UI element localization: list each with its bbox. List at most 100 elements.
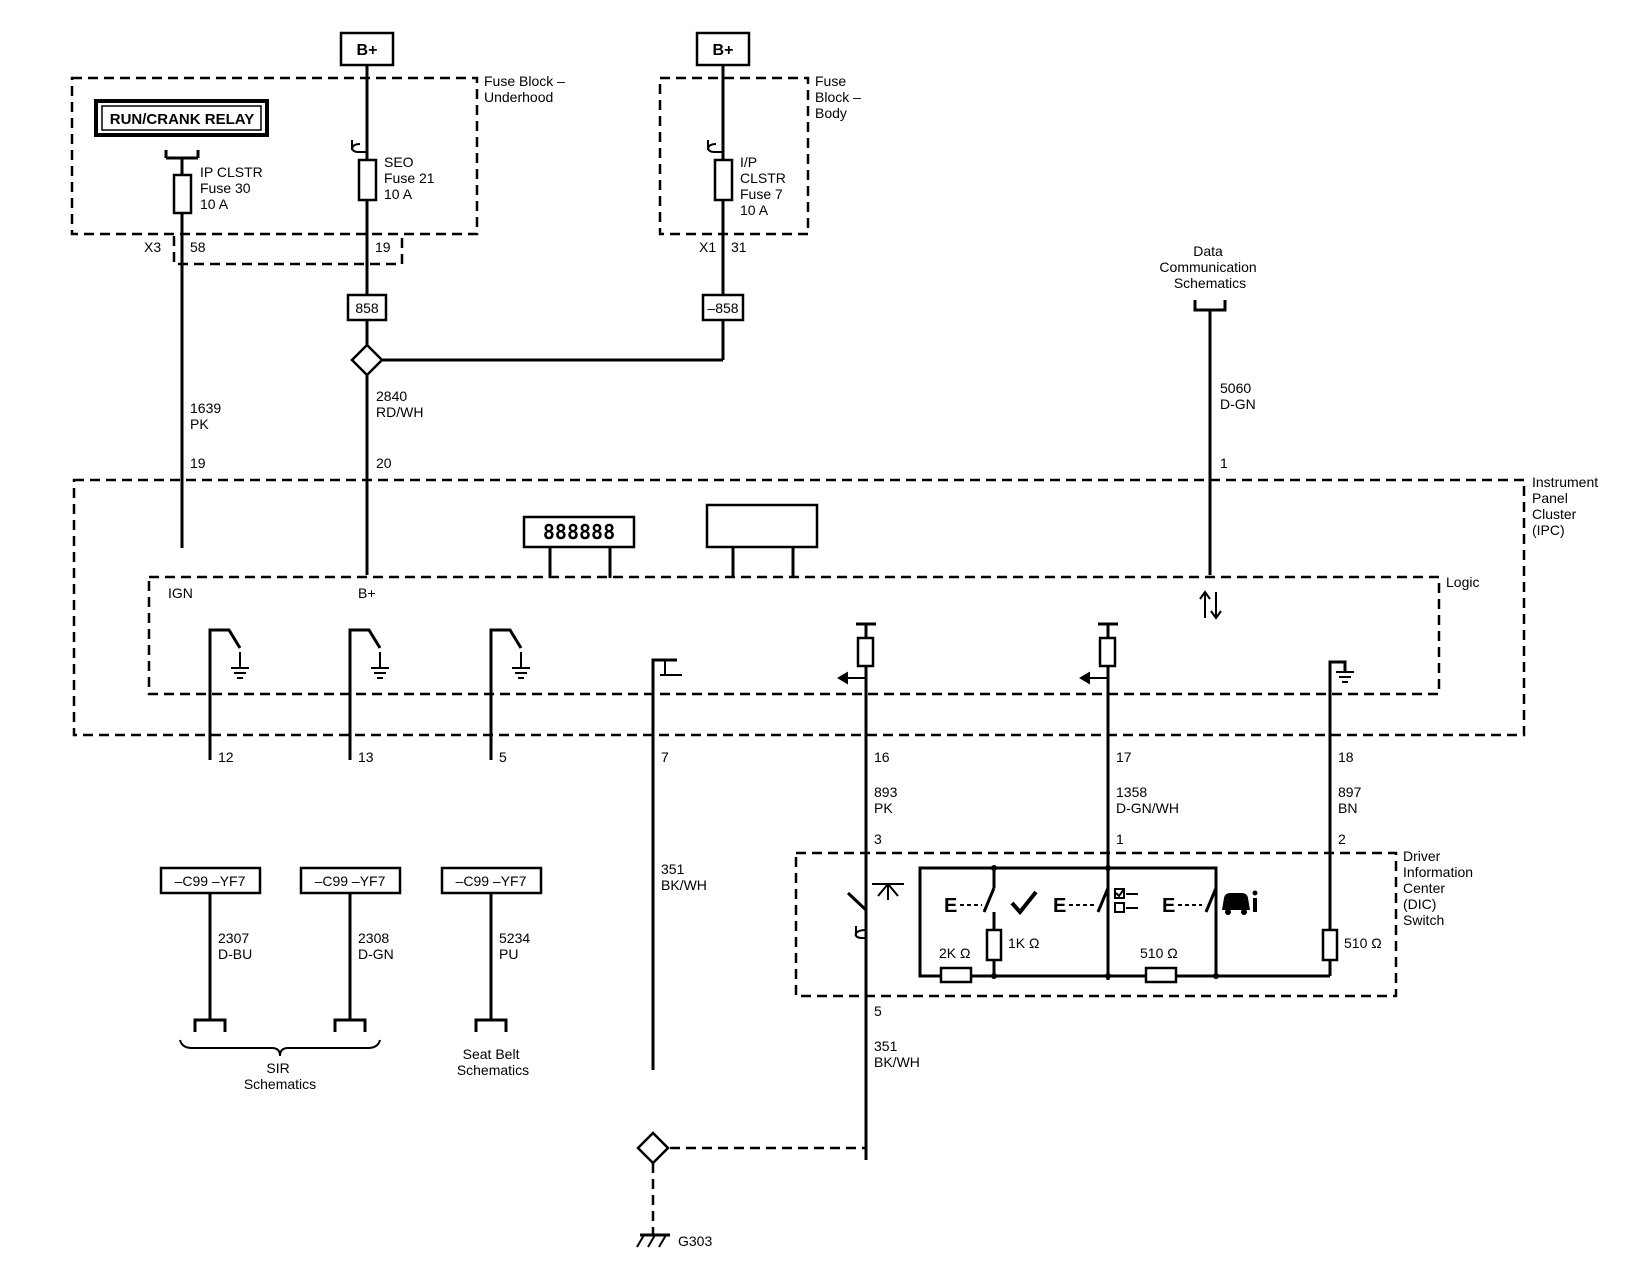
ipc-label: Instrument Panel Cluster (IPC) <box>1532 474 1602 538</box>
wire-2307-label: 2307 D-BU <box>218 930 253 962</box>
dic-switch-1: E <box>944 868 1038 930</box>
ground-g303-icon <box>636 1233 670 1248</box>
input-switch-13 <box>348 628 389 760</box>
input-switch-12 <box>208 628 249 760</box>
ipc-pin-1: 1 <box>1220 455 1228 471</box>
ipc-pin-16: 16 <box>874 749 890 765</box>
serial-data-arrows-icon <box>1199 590 1222 620</box>
fuse-seo-label: SEO Fuse 21 10 A <box>384 154 438 202</box>
pullup-17 <box>1079 622 1118 980</box>
resistor-1k-label: 1K Ω <box>1008 935 1039 951</box>
ipc-outline <box>72 478 1526 737</box>
supply-b-plus-left: B+ <box>339 31 395 67</box>
option-c99-3: –C99 –YF7 <box>440 866 543 895</box>
ipc-pin-13: 13 <box>358 749 374 765</box>
svg-text:–C99 –YF7: –C99 –YF7 <box>456 873 527 889</box>
svg-text:–C99 –YF7: –C99 –YF7 <box>175 873 246 889</box>
wire-351-upper-label: 351 BK/WH <box>661 861 707 893</box>
resistor-1k <box>985 928 1003 976</box>
wire-1639-label: 1639 PK <box>190 400 225 432</box>
logic-input-bplus: B+ <box>358 585 376 601</box>
sir-connector-1 <box>193 1018 227 1032</box>
ground-input-18 <box>1328 660 1354 935</box>
seatbelt-schematics-label: Seat Belt Schematics <box>457 1046 529 1078</box>
ground-chassis-7 <box>651 658 682 1070</box>
supply-label: B+ <box>357 42 378 59</box>
data-comm-connector <box>1193 300 1227 312</box>
svg-text:858: 858 <box>355 300 379 316</box>
resistor-510-ladder <box>1144 966 1178 984</box>
fuse-ipc-label: I/P CLSTR Fuse 7 10 A <box>740 154 790 218</box>
ipc-pin-18: 18 <box>1338 749 1354 765</box>
sir-schematics-label: SIR Schematics <box>244 1060 316 1092</box>
resistor-510-pin2-label: 510 Ω <box>1344 935 1382 951</box>
wire-893-label: 893 PK <box>874 784 901 816</box>
wire-5234-label: 5234 PU <box>499 930 534 962</box>
resistor-510-pin2 <box>1321 928 1339 976</box>
logic-label: Logic <box>1446 574 1479 590</box>
message-display <box>705 503 819 578</box>
wire-897-label: 897 BN <box>1338 784 1365 816</box>
dic-pin-3: 3 <box>874 831 882 847</box>
svg-text:E: E <box>944 895 957 917</box>
svg-text:–C99 –YF7: –C99 –YF7 <box>315 873 386 889</box>
wire-351-lower-label: 351 BK/WH <box>874 1038 920 1070</box>
ground-dashed-link <box>668 1110 868 1150</box>
svg-text:E: E <box>1053 895 1066 917</box>
sir-brace <box>179 1039 381 1057</box>
dic-pin-2: 2 <box>1338 831 1346 847</box>
connector-x3-pin: 58 <box>190 239 206 255</box>
seatbelt-connector <box>474 1018 508 1032</box>
ipc-pin-5: 5 <box>499 749 507 765</box>
fuse-seo <box>351 65 378 295</box>
connector-x1: X1 <box>699 239 716 255</box>
ipc-pin-12: 12 <box>218 749 234 765</box>
wire-2840-label: 2840 RD/WH <box>376 388 423 420</box>
logic-outline <box>147 575 1441 696</box>
resistor-2k <box>939 966 973 984</box>
supply-label: B+ <box>713 42 734 59</box>
odometer-display: 888888 <box>522 515 636 578</box>
fuse-block-underhood-label: Fuse Block – Underhood <box>484 73 569 105</box>
pullup-16 <box>837 622 876 1160</box>
wire-2308-label: 2308 D-GN <box>358 930 394 962</box>
fuse-block-body <box>658 76 810 236</box>
wire-1358-label: 1358 D-GN/WH <box>1116 784 1179 816</box>
fuse-block-underhood <box>70 76 479 236</box>
option-858-left <box>346 293 388 322</box>
svg-text:RUN/CRANK RELAY: RUN/CRANK RELAY <box>110 111 254 128</box>
sir-connector-2 <box>333 1018 367 1032</box>
resistor-2k-label: 2K Ω <box>939 945 970 961</box>
wire-5060-label: 5060 D-GN <box>1220 380 1256 412</box>
option-c99-2: –C99 –YF7 <box>299 866 402 895</box>
dic-pin-5: 5 <box>874 1003 882 1019</box>
check-icon <box>1010 890 1038 916</box>
splice-diamond <box>350 343 384 377</box>
ipc-pin-20: 20 <box>376 455 392 471</box>
dic-switch-3: E <box>1162 868 1258 976</box>
supply-b-plus-right: B+ <box>695 31 751 67</box>
input-switch-5 <box>489 628 530 760</box>
dic-momentary-switch <box>846 882 904 939</box>
svg-text:E: E <box>1162 895 1175 917</box>
connector-x3: X3 <box>144 239 161 255</box>
dic-pin-1: 1 <box>1116 831 1124 847</box>
logic-input-ign: IGN <box>168 585 193 601</box>
data-comm-label: Data Communication Schematics <box>1159 243 1260 291</box>
fuse-block-body-label: Fuse Block – Body <box>815 73 865 121</box>
option-c99-1: –C99 –YF7 <box>159 866 262 895</box>
ground-splice <box>636 1131 670 1165</box>
ipc-pin-19: 19 <box>190 455 206 471</box>
ipc-pin-7: 7 <box>661 749 669 765</box>
fuse-ipc <box>707 65 734 295</box>
fuse-ip-clstr <box>164 150 200 548</box>
checklist-icon <box>1114 888 1138 913</box>
connector-x1-pin: 31 <box>731 239 747 255</box>
resistor-510-ladder-label: 510 Ω <box>1140 945 1178 961</box>
dic-switch-label: Driver Information Center (DIC) Switch <box>1403 848 1477 928</box>
dic-switch-outline <box>794 851 1398 998</box>
run-crank-relay: RUN/CRANK RELAY <box>94 99 269 137</box>
svg-text:–858: –858 <box>707 300 738 316</box>
vehicle-info-icon <box>1222 890 1258 915</box>
